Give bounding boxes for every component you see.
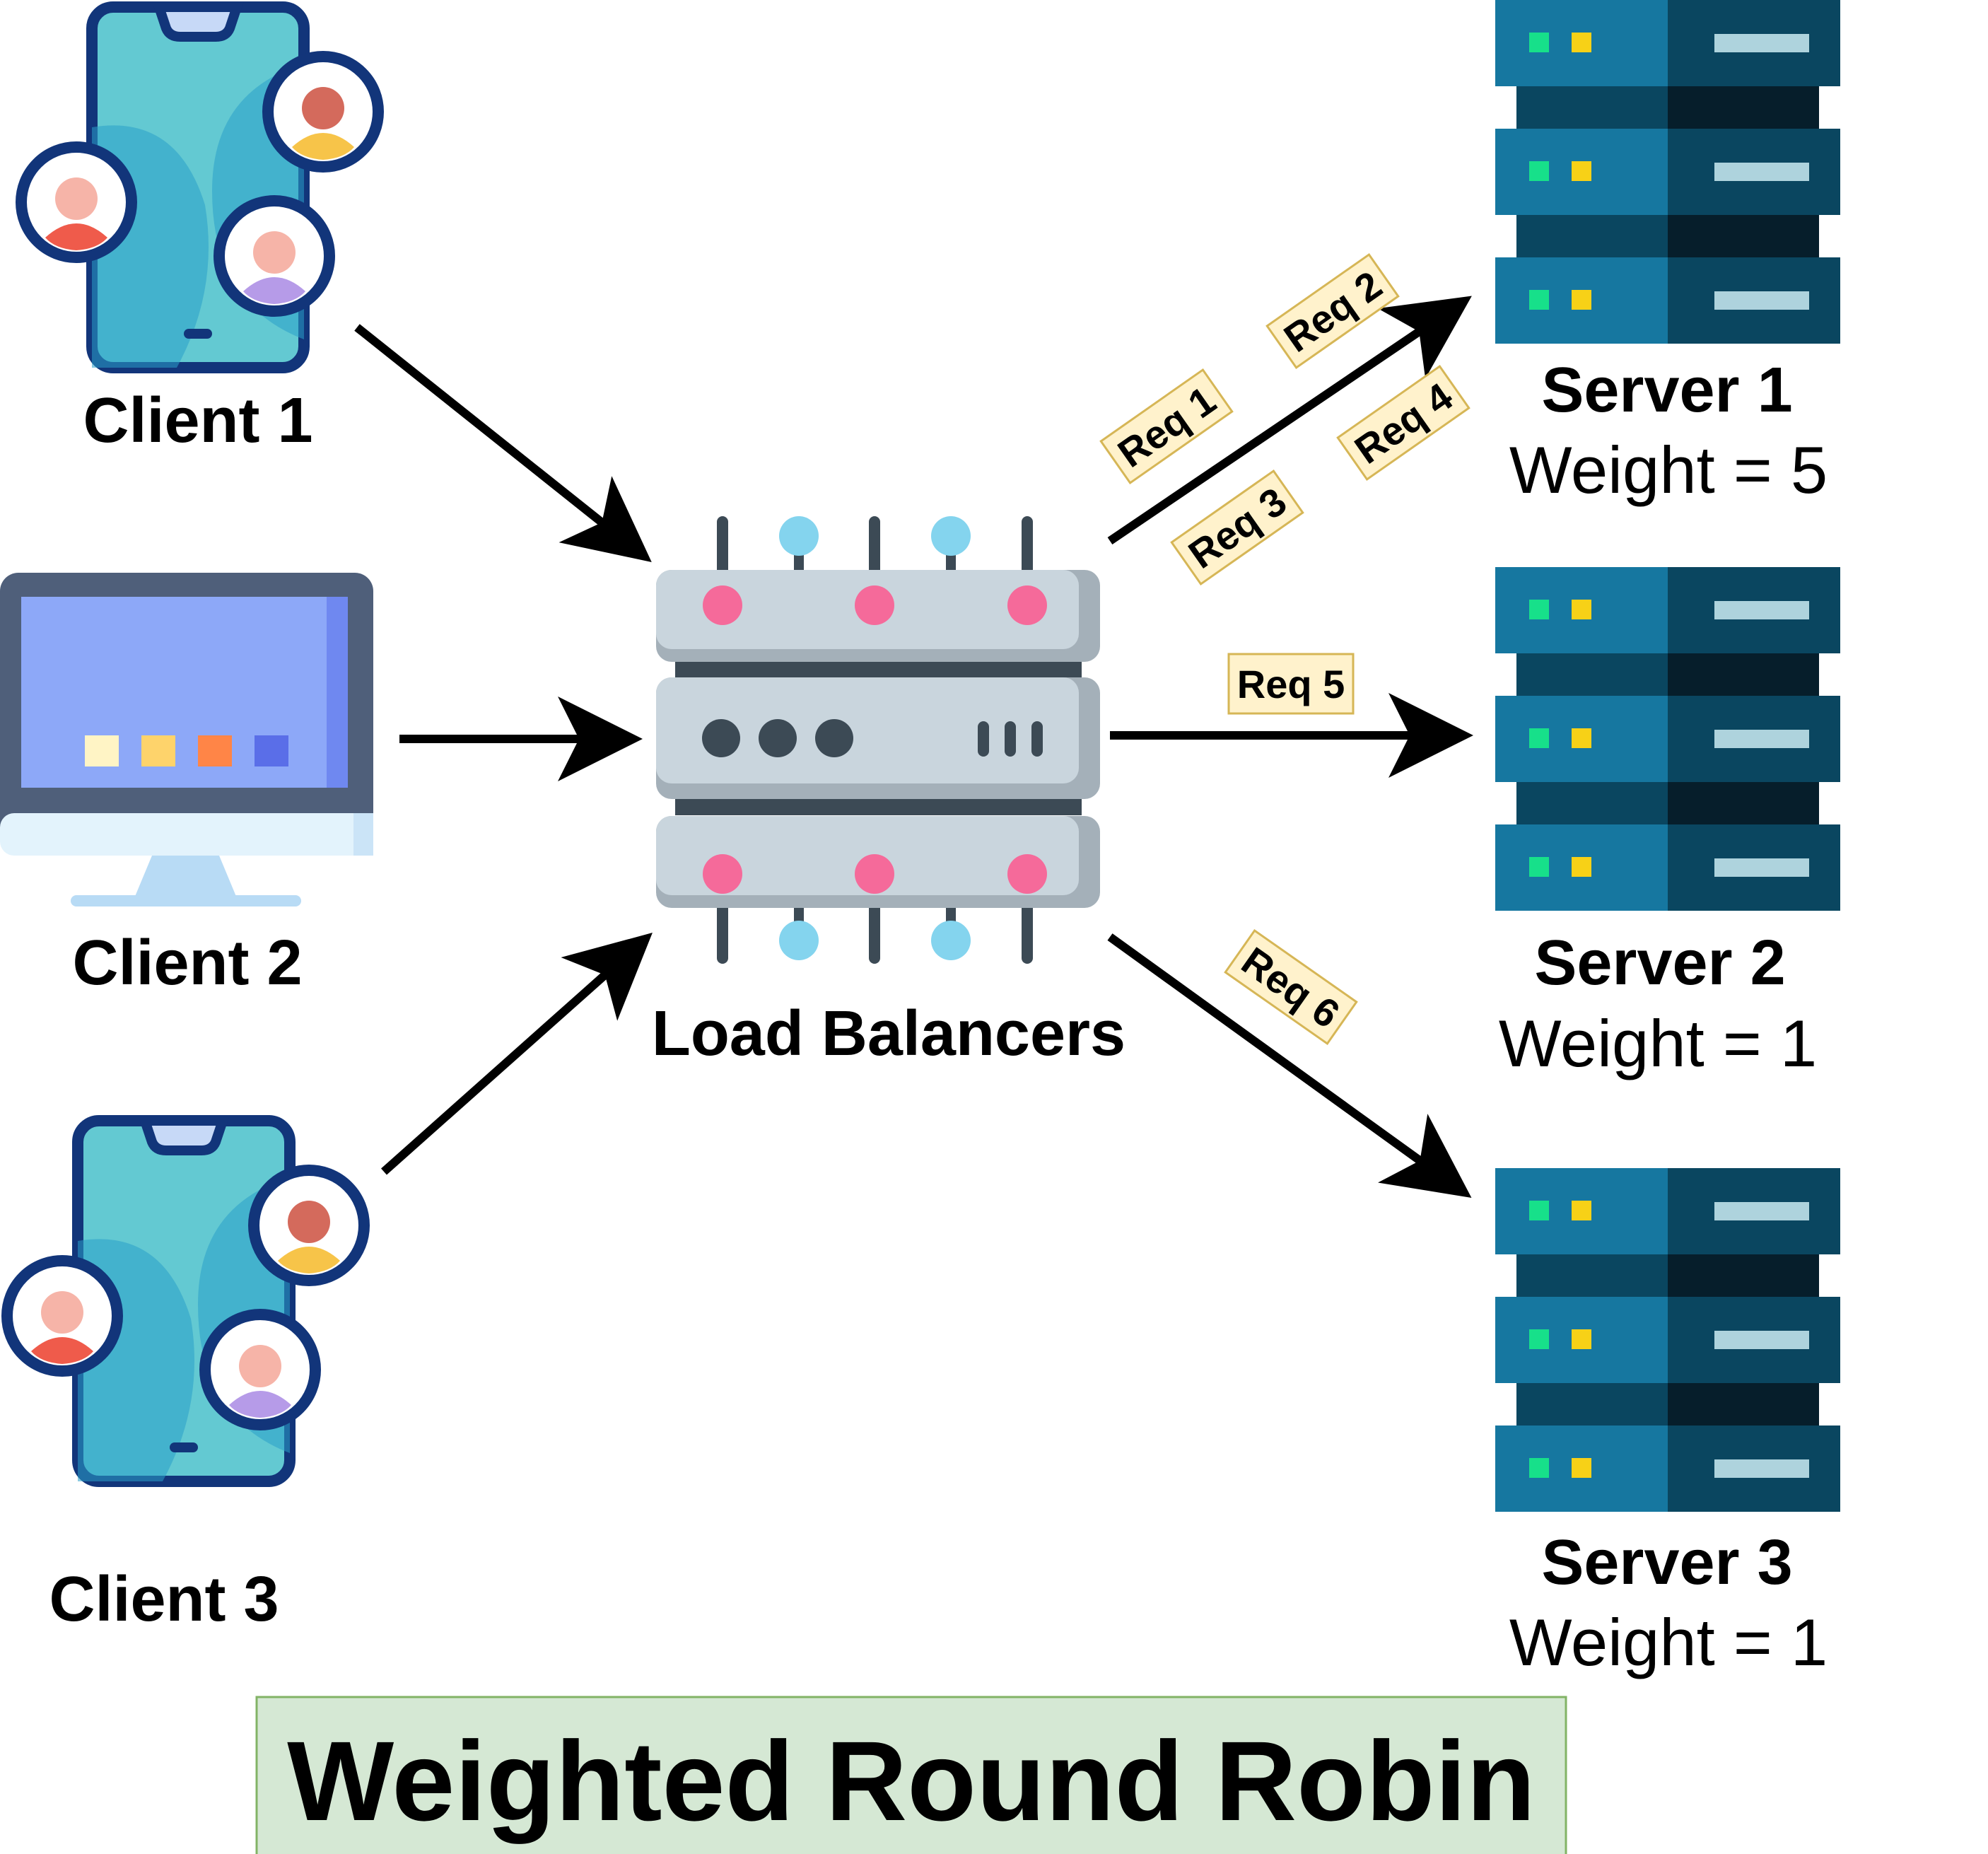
client-3-label: Client 3 <box>49 1564 279 1635</box>
client-1-label: Client 1 <box>83 385 312 456</box>
arrow-lb-to-server1 <box>1107 296 1472 544</box>
client-1-icon <box>21 7 378 368</box>
server-3-label: Server 3 <box>1541 1527 1792 1598</box>
server-1-label: Server 1 <box>1541 355 1792 426</box>
server-1-weight: Weight = 5 <box>1509 433 1828 507</box>
server-2-weight: Weight = 1 <box>1499 1006 1817 1080</box>
arrow-client3-to-lb <box>381 933 653 1175</box>
server-1-icon <box>1495 0 1840 344</box>
client-2-label: Client 2 <box>72 928 302 998</box>
server-3-icon <box>1495 1168 1840 1512</box>
request-tag-6: Req 6 <box>1224 928 1358 1046</box>
arrow-client1-to-lb <box>354 324 652 562</box>
load-balancer-icon <box>656 516 1100 964</box>
load-balancer-label: Load Balancers <box>652 998 1125 1069</box>
svg-text:Req 5: Req 5 <box>1237 662 1345 706</box>
request-tag-5: Req 5 <box>1227 653 1355 715</box>
server-2-label: Server 2 <box>1534 928 1785 998</box>
client-3-icon <box>7 1121 364 1481</box>
diagram-title: Weighted Round Robin <box>287 1718 1536 1844</box>
server-2-icon <box>1495 567 1840 911</box>
desktop-monitor-icon <box>0 573 373 906</box>
server-3-weight: Weight = 1 <box>1509 1605 1828 1679</box>
title-box <box>255 1696 1567 1854</box>
arrow-lb-to-server3 <box>1107 933 1472 1199</box>
request-tag-4: Req 4 <box>1336 364 1470 482</box>
request-tag-1: Req 1 <box>1099 368 1234 485</box>
request-tag-2: Req 2 <box>1265 252 1400 370</box>
